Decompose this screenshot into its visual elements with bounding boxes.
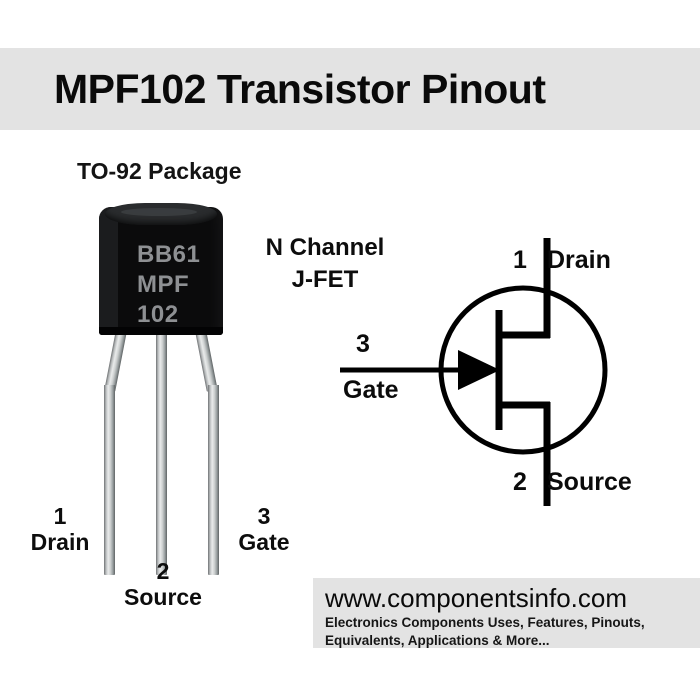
schematic-source-pin-number: 2 — [513, 468, 527, 496]
jfet-schematic-symbol: 1 Drain 2 Source 3 Gate — [340, 238, 700, 508]
package-top-sheen — [121, 208, 197, 216]
lead-3-lower — [208, 385, 219, 575]
schematic-gate-pin-number: 3 — [356, 330, 370, 358]
package-marking-line-1: BB61 — [137, 241, 201, 268]
schematic-gate-label: Gate — [343, 376, 399, 404]
lead-2-upper — [156, 320, 167, 392]
photo-pin-number-3: 3 — [257, 503, 271, 529]
device-type-line-1: N Channel — [265, 234, 385, 261]
photo-pin-callout-gate: 3 Gate — [214, 503, 314, 556]
photo-pin-callout-drain: 1 Drain — [10, 503, 110, 556]
photo-pin-number-2: 2 — [156, 558, 170, 584]
jfet-symbol-svg — [340, 238, 608, 506]
package-marking-line-3: 102 — [137, 301, 179, 328]
photo-pin-number-1: 1 — [53, 503, 67, 529]
footer-banner: www.componentsinfo.com Electronics Compo… — [313, 578, 700, 648]
gate-arrow-icon — [458, 350, 500, 390]
photo-pin-name-3: Gate — [238, 529, 290, 556]
device-type-line-2: J-FET — [291, 265, 359, 293]
package-type-label: TO-92 Package — [77, 158, 242, 184]
to92-package-body: BB61 MPF 102 — [99, 203, 223, 335]
page-title: MPF102 Transistor Pinout — [54, 65, 546, 112]
title-banner: MPF102 Transistor Pinout — [0, 48, 700, 130]
website-tagline: Electronics Components Uses, Features, P… — [325, 615, 645, 649]
package-left-face — [99, 207, 118, 335]
photo-pin-name-1: Drain — [30, 529, 90, 556]
lead-1-lower — [104, 385, 115, 575]
photo-pin-name-2: Source — [124, 584, 202, 611]
photo-pin-callout-source: 2 Source — [108, 558, 218, 611]
transistor-photo: BB61 MPF 102 — [80, 195, 300, 575]
website-url[interactable]: www.componentsinfo.com — [325, 583, 628, 613]
package-marking-line-2: MPF — [137, 271, 190, 298]
device-type-label: N Channel J-FET — [240, 232, 410, 295]
schematic-drain-label: Drain — [547, 246, 611, 274]
schematic-drain-pin-number: 1 — [513, 246, 527, 274]
schematic-source-label: Source — [547, 468, 632, 496]
package-bottom-edge — [99, 327, 223, 335]
lead-2-lower — [156, 385, 167, 575]
